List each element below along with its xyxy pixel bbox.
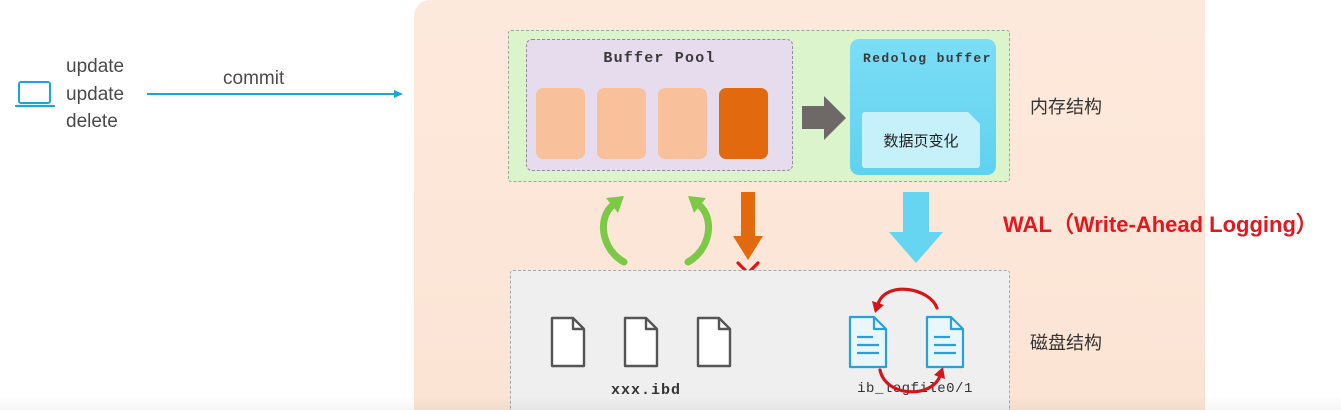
- log-file-icon: [847, 314, 889, 370]
- cycle-arrow-right-icon: [678, 188, 724, 270]
- file-icon: [695, 315, 733, 369]
- buffer-page: [658, 88, 707, 159]
- disk-structure-label: 磁盘结构: [1030, 333, 1102, 353]
- buffer-page: [536, 88, 585, 159]
- file-icon: [549, 315, 587, 369]
- commit-arrow-icon: [145, 86, 407, 102]
- laptop-icon: [14, 80, 56, 110]
- redolog-entry: 数据页变化: [862, 112, 980, 168]
- log-file-icon: [924, 314, 966, 370]
- arrow-right-icon: [800, 94, 848, 142]
- sql-statement: update: [66, 56, 125, 77]
- buffer-pool-title: Buffer Pool: [603, 50, 716, 67]
- circular-arrows-icon: [862, 282, 952, 398]
- redolog-buffer-title: Redolog buffer: [863, 51, 992, 66]
- arrow-down-icon: [732, 190, 764, 262]
- bottom-shade: [0, 396, 1341, 410]
- arrow-down-icon: [888, 190, 944, 266]
- commit-label: commit: [223, 68, 285, 89]
- dirty-buffer-page: [719, 88, 768, 159]
- log-file-label: ib_logfile0/1: [857, 381, 973, 397]
- buffer-page: [597, 88, 646, 159]
- sql-statement: delete: [66, 111, 118, 132]
- data-file-label: xxx.ibd: [610, 382, 681, 399]
- memory-structure-label: 内存结构: [1030, 97, 1102, 117]
- cycle-arrow-left-icon: [588, 188, 634, 270]
- sql-statement-list: update update delete: [66, 53, 124, 136]
- file-icon: [622, 315, 660, 369]
- wal-label: WAL（Write-Ahead Logging）: [1003, 212, 1318, 237]
- sql-statement: update: [66, 83, 125, 105]
